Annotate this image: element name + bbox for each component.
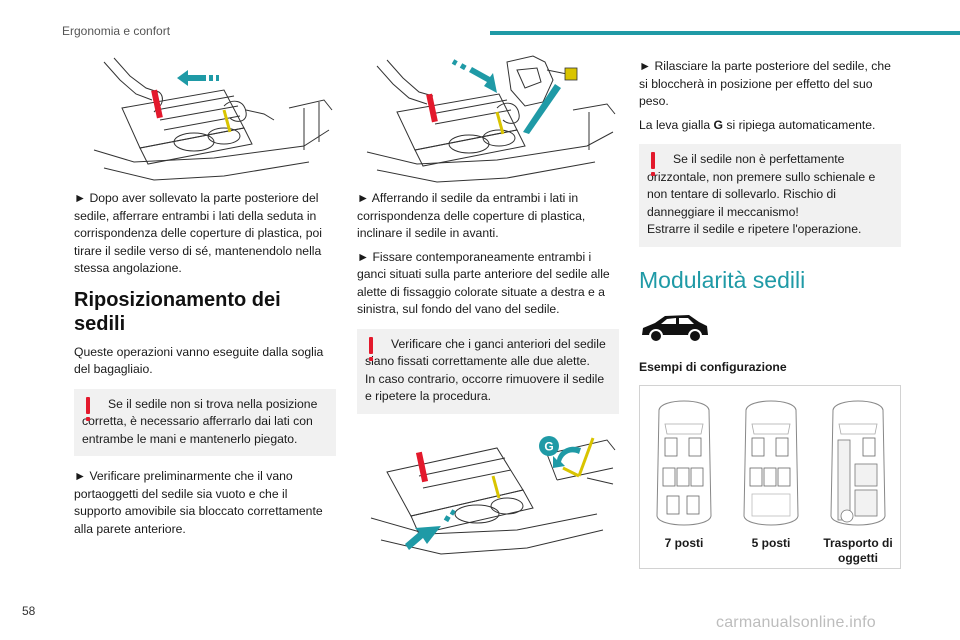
warning-text-2a: Verificare che i ganci anteriori del sed…	[365, 336, 606, 369]
warning-text-3b: Estrarre il sedile e ripetere l'operazio…	[647, 222, 862, 236]
config-box: 7 posti 5 posti	[639, 385, 901, 569]
config-label-5-seats: 5 posti	[751, 536, 791, 550]
col1-paragraph-3: ► Verificare preliminarmente che il vano…	[74, 469, 323, 536]
column-3: ► Rilasciare la parte posteriore del sed…	[639, 58, 901, 569]
config-diagram-5-seats	[736, 394, 806, 540]
lever-label-g: G	[713, 117, 724, 132]
watermark: carmanualsonline.info	[716, 614, 876, 631]
warning-text-2b: In caso contrario, occorre rimuovere il …	[365, 371, 605, 404]
col2-paragraph-1: ► Afferrando il sedile da entrambi i lat…	[357, 191, 586, 240]
illustration-tilt-seat	[357, 50, 619, 188]
section-heading-modularity: Modularità sedili	[639, 266, 806, 293]
warning-text-3a: Se il sedile non è perfettamente orizzon…	[647, 152, 876, 219]
col3-paragraph-2: La leva gialla G si ripiega automaticame…	[639, 117, 876, 132]
car-silhouette-icon	[639, 311, 901, 347]
examples-label: Esempi di configurazione	[639, 359, 787, 374]
header-accent-bar	[490, 31, 960, 35]
warning-box-2: Verificare che i ganci anteriori del sed…	[357, 328, 619, 414]
config-diagram-7-seats	[649, 394, 719, 540]
warning-icon	[84, 396, 92, 423]
warning-icon	[367, 336, 375, 363]
col1-paragraph-2: Queste operazioni vanno eseguite dalla s…	[74, 344, 324, 377]
column-2: ► Afferrando il sedile da entrambi i lat…	[357, 50, 619, 568]
section-header: Ergonomia e confort	[62, 24, 171, 38]
warning-icon	[649, 152, 657, 178]
column-1: ► Dopo aver sollevato la parte posterior…	[74, 50, 336, 544]
config-label-cargo: Trasporto di oggetti	[823, 536, 893, 565]
col3-paragraph-1: ► Rilasciare la parte posteriore del sed…	[639, 59, 891, 108]
config-diagram-cargo	[823, 394, 893, 540]
warning-box-1: Se il sedile non si trova nella posizion…	[74, 388, 336, 456]
col1-paragraph-1: ► Dopo aver sollevato la parte posterior…	[74, 191, 322, 275]
illustration-pull-seat	[74, 50, 336, 188]
warning-box-3: Se il sedile non è perfettamente orizzon…	[639, 144, 901, 247]
figure-callout-g: G	[544, 439, 553, 453]
illustration-lever-g: G	[357, 426, 619, 566]
warning-text-1: Se il sedile non si trova nella posizion…	[82, 396, 318, 446]
config-label-7-seats: 7 posti	[664, 536, 704, 550]
col2-paragraph-2: ► Fissare contemporaneamente entrambi i …	[357, 249, 610, 317]
page-number: 58	[22, 604, 36, 618]
section-heading-repositioning: Riposizionamento dei sedili	[74, 288, 281, 335]
